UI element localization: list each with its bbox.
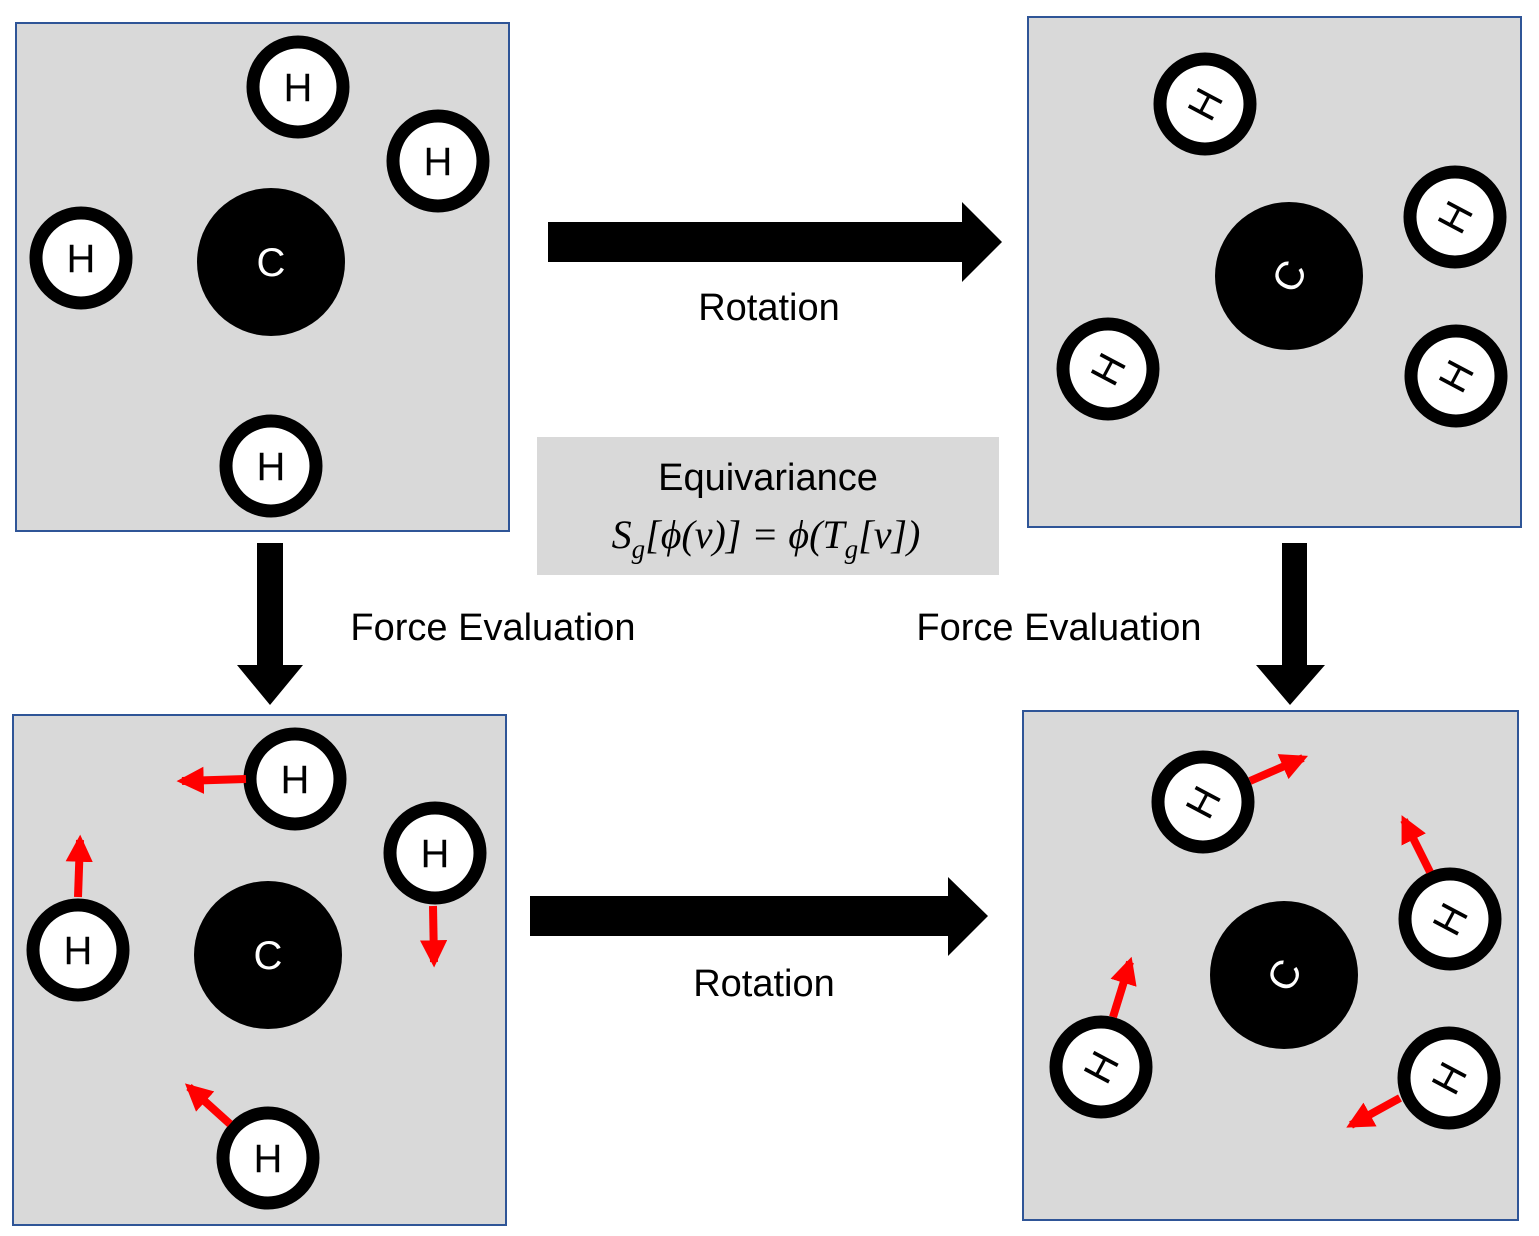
- hydrogen-atom-top-right: H: [1403, 165, 1507, 269]
- rotation-label-top: Rotation: [698, 287, 840, 329]
- hydrogen-atom-bottom-right: H: [1398, 867, 1502, 971]
- carbon-atom-bottom-left: C: [194, 881, 342, 1029]
- hydrogen-circle: [1151, 750, 1255, 854]
- carbon-circle: [194, 881, 342, 1029]
- hydrogen-atom-top-right: H: [1404, 324, 1508, 428]
- atom-label: H: [421, 832, 450, 876]
- hydrogen-circle: [1056, 317, 1160, 421]
- force-arrow-bottom-right: [1346, 1094, 1402, 1129]
- hydrogen-atom-bottom-left: H: [26, 898, 130, 1002]
- hydrogen-atom-bottom-right: H: [1397, 1026, 1501, 1130]
- hydrogen-circle: [1049, 1015, 1153, 1119]
- atom-label: H: [284, 66, 313, 110]
- force-arrow-bottom-right: [1400, 815, 1434, 874]
- force-arrow-bottom-right: [1248, 754, 1308, 785]
- hydrogen-circle: [29, 206, 133, 310]
- atom-label: H: [281, 758, 310, 802]
- hydrogen-circle: [243, 727, 347, 831]
- force-arrow-bottom-right: [1109, 956, 1137, 1019]
- force-evaluation-label-left: Force Evaluation: [350, 607, 635, 649]
- hydrogen-atom-top-right: H: [1153, 52, 1257, 156]
- carbon-atom-top-right: C: [1215, 202, 1363, 350]
- force-arrows-layer: [65, 754, 1434, 1129]
- carbon-circle: [197, 188, 345, 336]
- hydrogen-circle: [219, 414, 323, 518]
- atom-label: H: [254, 1137, 283, 1181]
- force-evaluation-arrow-right: [1256, 543, 1325, 705]
- equivariance-box: Equivariance Sg[ϕ(v)] = ϕ(Tg[v]): [537, 437, 999, 575]
- force-evaluation-label-right: Force Evaluation: [916, 607, 1201, 649]
- rotation-label-bottom: Rotation: [693, 963, 835, 1005]
- atom-label: H: [424, 140, 453, 184]
- hydrogen-atom-bottom-right: H: [1049, 1015, 1153, 1119]
- atom-label: H: [257, 445, 286, 489]
- force-arrow-bottom-left: [176, 766, 247, 794]
- hydrogen-circle: [26, 898, 130, 1002]
- hydrogen-atom-top-left: H: [219, 414, 323, 518]
- rotation-arrow-top: [548, 202, 1002, 282]
- hydrogen-atom-bottom-left: H: [383, 801, 487, 905]
- equivariance-title: Equivariance: [658, 457, 878, 499]
- hydrogen-atom-top-left: H: [29, 206, 133, 310]
- hydrogen-atom-top-right: H: [1056, 317, 1160, 421]
- hydrogen-circle: [1397, 1026, 1501, 1130]
- hydrogen-atom-top-left: H: [246, 35, 350, 139]
- rotation-arrow-bottom: [530, 877, 988, 956]
- carbon-circle: [1210, 901, 1358, 1049]
- hydrogen-circle: [386, 109, 490, 213]
- force-arrow-bottom-left: [420, 905, 448, 968]
- carbon-circle: [1215, 202, 1363, 350]
- hydrogen-atom-top-left: H: [386, 109, 490, 213]
- hydrogen-atom-bottom-right: H: [1151, 750, 1255, 854]
- atom-label: H: [64, 929, 93, 973]
- hydrogen-circle: [1153, 52, 1257, 156]
- force-arrow-bottom-left: [65, 834, 93, 898]
- hydrogen-circle: [1403, 165, 1507, 269]
- hydrogen-atom-bottom-left: H: [243, 727, 347, 831]
- hydrogen-circle: [246, 35, 350, 139]
- hydrogen-atom-bottom-left: H: [216, 1106, 320, 1210]
- atom-label: H: [67, 237, 96, 281]
- equivariance-formula: Sg[ϕ(v)] = ϕ(Tg[v]): [612, 512, 921, 564]
- force-evaluation-arrow-left: [237, 543, 303, 705]
- carbon-atom-top-left: C: [197, 188, 345, 336]
- hydrogen-circle: [383, 801, 487, 905]
- atom-label: C: [254, 934, 283, 978]
- hydrogen-circle: [1404, 324, 1508, 428]
- hydrogen-circle: [1398, 867, 1502, 971]
- force-arrow-bottom-left: [184, 1083, 233, 1127]
- hydrogen-circle: [216, 1106, 320, 1210]
- carbon-atom-bottom-right: C: [1210, 901, 1358, 1049]
- atom-label: C: [257, 241, 286, 285]
